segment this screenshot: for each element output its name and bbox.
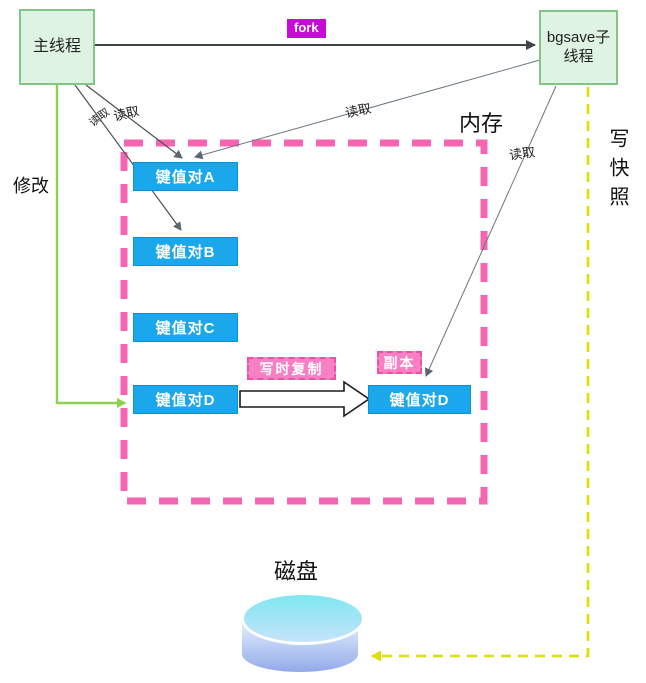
snapshot-arrow (370, 87, 590, 662)
kv-pair-d-copy: 键值对D (368, 385, 471, 414)
disk-cylinder (241, 592, 365, 676)
kv-pair-b-label: 键值对B (155, 244, 216, 261)
read-arrow-bgsave-to-a (194, 59, 541, 160)
write-snapshot-label: 写快照 (606, 128, 628, 215)
kv-pair-d: 键值对D (133, 385, 238, 414)
bgsave-thread-label: bgsave子线程 (546, 28, 611, 65)
kv-pair-c: 键值对C (133, 313, 238, 342)
kv-pair-a-label: 键值对A (155, 169, 216, 186)
fork-tag: fork (287, 19, 326, 38)
main-thread-label: 主线程 (32, 38, 81, 55)
main-thread-node: 主线程 (19, 9, 95, 85)
modify-label: 修改 (13, 176, 49, 196)
memory-label: 内存 (459, 111, 504, 136)
modify-arrow (55, 85, 127, 408)
copy-on-write-tag: 写时复制 (247, 357, 336, 380)
disk-label: 磁盘 (274, 559, 319, 584)
read-arrow-main-to-a (85, 84, 183, 159)
copy-on-write-block-arrow (239, 380, 371, 418)
read-arrow-main-to-b (74, 84, 182, 231)
read-label-4: 读取 (508, 144, 537, 163)
replica-tag: 副本 (377, 351, 422, 374)
bgsave-thread-node: bgsave子线程 (539, 10, 618, 85)
kv-pair-b: 键值对B (133, 237, 238, 266)
disk-cylinder-top (241, 592, 365, 645)
kv-pair-d-label: 键值对D (155, 392, 216, 409)
kv-pair-a: 键值对A (133, 162, 238, 191)
kv-pair-d-copy-label: 键值对D (389, 392, 450, 409)
memory-boundary (120, 139, 488, 505)
kv-pair-c-label: 键值对C (155, 320, 216, 337)
read-arrow-bgsave-to-dcopy (424, 85, 557, 377)
